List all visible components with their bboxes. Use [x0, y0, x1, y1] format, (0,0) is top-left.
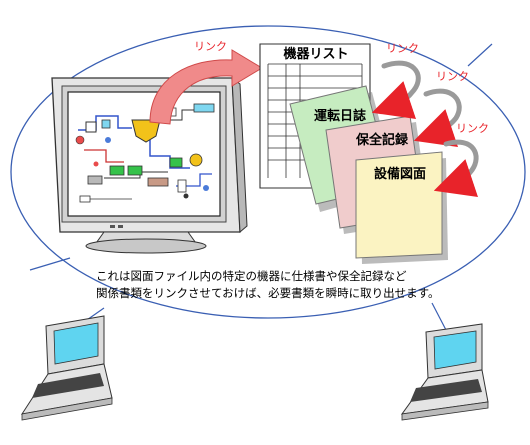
- link-label-2: リンク: [386, 42, 419, 55]
- crt-monitor: [51, 76, 248, 254]
- link-arrow-1: [371, 60, 421, 120]
- link-arrow-2: [413, 88, 462, 148]
- caption-line-2: 関係書類をリンクさせておけば、必要書類を瞬時に取り出せます。: [96, 286, 440, 300]
- link-label-4: リンク: [456, 122, 489, 135]
- document-facility-drawing: 設備図面: [355, 151, 448, 264]
- link-arrow-3: [433, 139, 479, 198]
- document-title-facility-drawing: 設備図面: [374, 166, 426, 182]
- link-label-1: リンク: [194, 40, 227, 53]
- equipment-list-title: 機器リスト: [283, 46, 348, 62]
- document-title-operation-log: 運転日誌: [314, 108, 366, 124]
- network-line-left-laptop: [29, 257, 71, 271]
- link-label-3: リンク: [436, 70, 469, 83]
- caption: これは図面ファイル内の特定の機器に仕様書や保全記録など 関係書類をリンクさせてお…: [96, 268, 486, 302]
- network-line-right-top: [467, 43, 493, 67]
- document-title-maintenance-record: 保全記録: [355, 132, 409, 148]
- network-ellipse: [10, 25, 526, 319]
- laptop-left: [20, 315, 113, 421]
- process-flow-diagram: [75, 103, 215, 203]
- network-line-right-laptop: [431, 302, 447, 331]
- laptop-right: [400, 323, 489, 421]
- big-link-arrow: [149, 49, 263, 125]
- caption-line-1: これは図面ファイル内の特定の機器に仕様書や保全記録など: [96, 269, 407, 283]
